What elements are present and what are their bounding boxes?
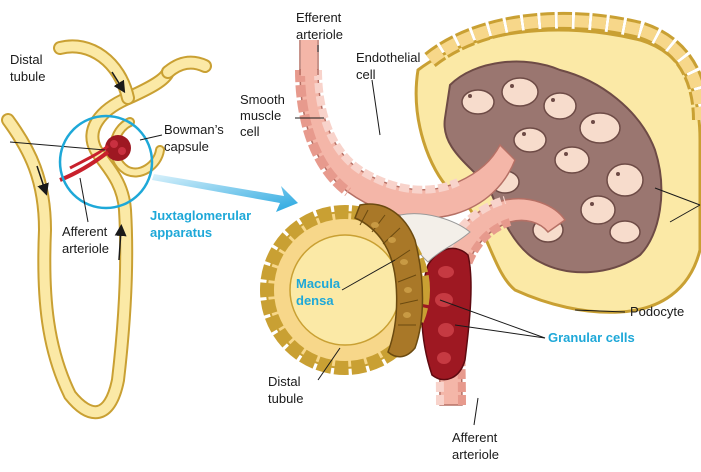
label-granular-cells: Granular cells <box>548 330 635 345</box>
detail-view <box>260 11 701 426</box>
label-juxtaglomerular-apparatus: Juxtaglomerular apparatus <box>150 208 255 240</box>
label-endothelial-cell: Endothelial cell <box>356 50 424 82</box>
overview-nephron <box>1 39 212 420</box>
afferent-arteriole-overview <box>59 150 110 182</box>
granular-cells-shape <box>420 247 472 381</box>
label-smooth-muscle-cell: Smooth muscle cell <box>240 92 288 139</box>
label-bowmans-capsule-overview: Bowman’s capsule <box>164 122 227 154</box>
label-podocyte: Podocyte <box>630 304 684 319</box>
label-macula-densa: Macula densa <box>296 276 344 308</box>
label-afferent-arteriole-detail: Afferent arteriole <box>452 430 501 462</box>
jga-highlight-circle <box>58 114 154 210</box>
glomerulus-overview <box>105 135 131 161</box>
label-distal-tubule-overview: Distal tubule <box>10 52 46 84</box>
label-efferent-arteriole: Efferent arteriole <box>296 10 345 42</box>
efferent-arteriole-overview <box>69 144 109 170</box>
label-afferent-arteriole-overview: Afferent arteriole <box>62 224 111 256</box>
zoom-arrow <box>152 174 298 212</box>
label-distal-tubule-detail: Distal tubule <box>268 374 304 406</box>
